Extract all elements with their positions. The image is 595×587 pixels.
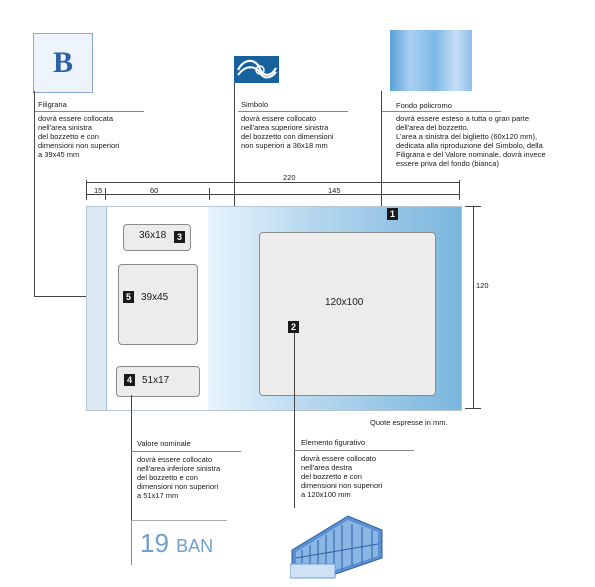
fondo-connector <box>381 91 382 209</box>
filigrana-box-label: 39x45 <box>141 292 169 303</box>
filigrana-title: Filigrana <box>38 100 67 109</box>
filigrana-connector-h <box>34 296 122 297</box>
fondo-title: Fondo policromo <box>396 101 452 110</box>
fondo-policromo-swatch-icon <box>390 30 472 91</box>
dim-right-label: 145 <box>328 186 341 195</box>
valore-sample-icon: 19 BAN <box>131 520 227 565</box>
badge-5: 5 <box>123 291 134 303</box>
valore-connector <box>131 395 132 521</box>
dim-tick-2 <box>209 188 210 200</box>
dim-left-line <box>86 194 209 195</box>
dim-margin-label: 15 <box>94 186 103 195</box>
valore-currency: BAN <box>176 536 214 556</box>
valore-rule <box>131 451 241 452</box>
fondo-rule <box>381 111 501 112</box>
simbolo-box-label: 36x18 <box>139 230 167 241</box>
dim-height-label: 120 <box>476 281 489 290</box>
simbolo-rule <box>238 111 348 112</box>
filigrana-rule <box>34 111 144 112</box>
dim-total-label: 220 <box>283 173 296 182</box>
simbolo-wave-icon <box>234 56 279 83</box>
units-note: Quote espresse in mm. <box>370 418 448 427</box>
elemento-connector <box>294 333 295 508</box>
simbolo-connector <box>234 83 235 237</box>
elemento-rule <box>294 450 414 451</box>
filigrana-logo-icon: B <box>33 33 93 93</box>
dim-height-line <box>473 206 474 409</box>
dim-right-line <box>209 194 460 195</box>
left-margin-strip <box>87 207 107 410</box>
dim-height-tick-top <box>465 206 481 207</box>
dim-left-label: 60 <box>150 186 159 195</box>
badge-1: 1 <box>387 208 398 220</box>
elemento-desc: dovrà essere collocato nell'area destra … <box>301 454 383 499</box>
dim-tick-1 <box>105 188 106 200</box>
valore-number: 19 <box>140 528 169 558</box>
elemento-box-label: 120x100 <box>325 297 364 308</box>
filigrana-connector <box>34 91 35 297</box>
badge-4: 4 <box>124 374 135 386</box>
palazzo-illustration-icon <box>290 515 383 579</box>
simbolo-desc: dovrà essere collocato nell'area superio… <box>241 114 334 150</box>
valore-title: Valore nominale <box>137 439 191 448</box>
fondo-desc: dovrà essere esteso a tutta o gran parte… <box>396 114 546 168</box>
filigrana-desc: dovrà essere collocata nell'area sinistr… <box>38 114 120 159</box>
dim-total-line <box>86 182 460 183</box>
dim-tick-3 <box>459 180 460 200</box>
badge-3: 3 <box>174 231 185 243</box>
badge-2: 2 <box>288 321 299 333</box>
elemento-title: Elemento figurativo <box>301 438 366 447</box>
simbolo-title: Simbolo <box>241 100 269 109</box>
filigrana-box <box>118 264 198 345</box>
dim-height-tick-bottom <box>465 408 481 409</box>
dim-tick-0 <box>86 180 87 200</box>
valore-desc: dovrà essere collocato nell'area inferio… <box>137 455 221 500</box>
valore-box-label: 51x17 <box>142 375 170 386</box>
elemento-box <box>259 232 436 396</box>
